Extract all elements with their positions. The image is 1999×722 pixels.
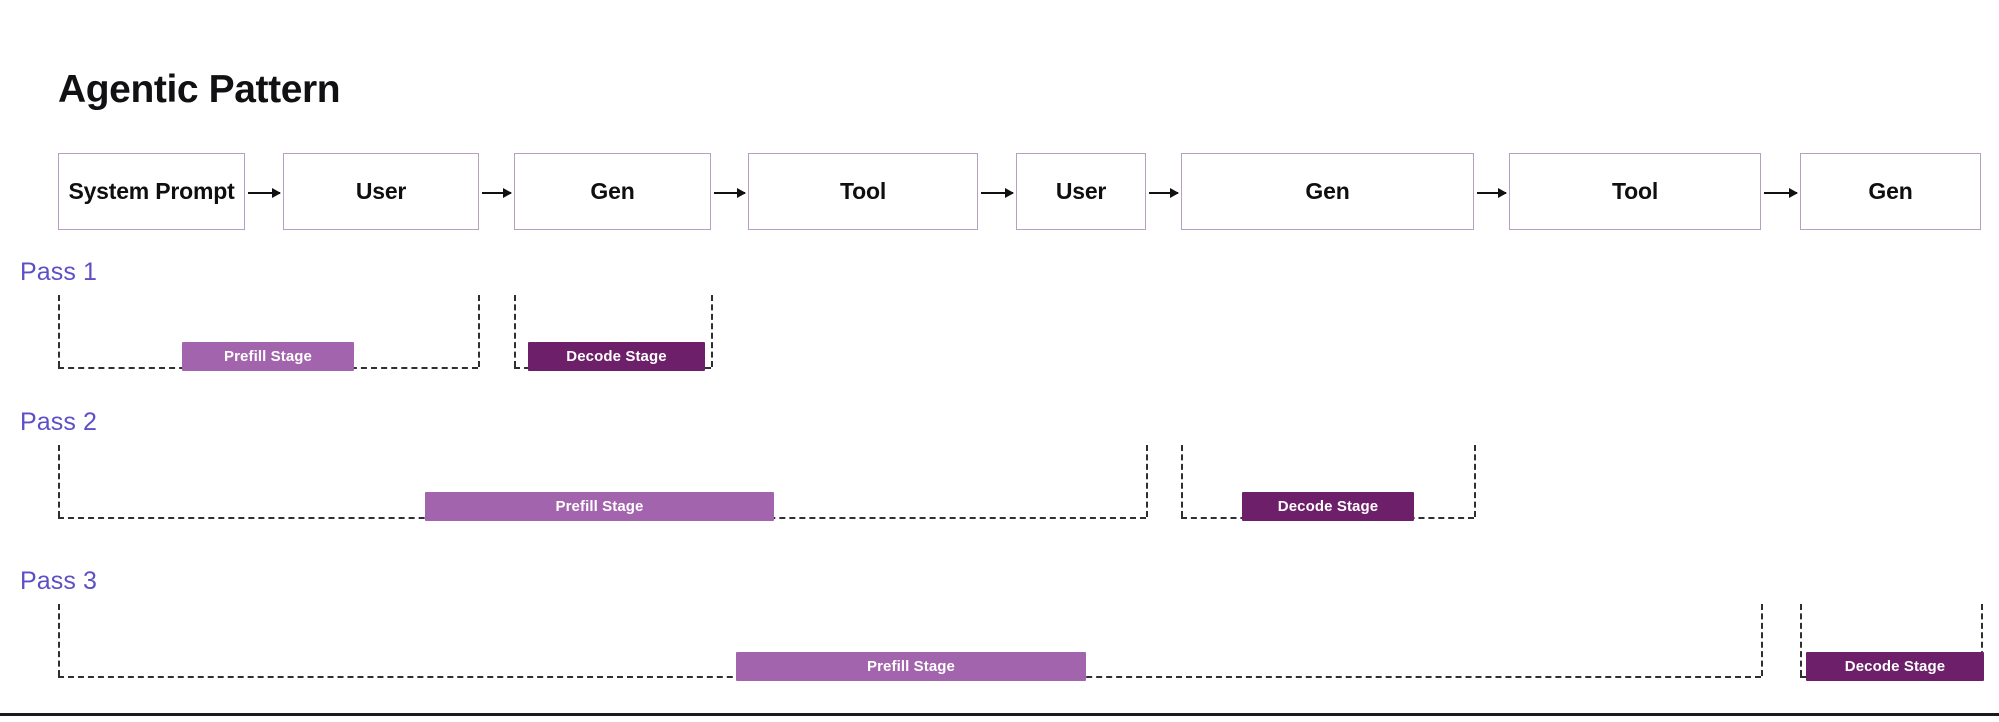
pipeline-box-label: System Prompt [68,178,235,204]
pipeline-box-label: Tool [839,178,887,204]
decode-stage-bar[interactable]: Decode Stage [1242,492,1414,521]
arrow-icon [248,188,281,198]
arrow-icon [1764,188,1798,198]
pass-label-2: Pass 2 [20,408,98,436]
bracket-vertical [1981,604,1983,676]
prefill-stage-bar[interactable]: Prefill Stage [425,492,774,521]
bracket-vertical [58,604,60,676]
pipeline-box-gen[interactable]: Gen [514,153,711,230]
pipeline-box-label: Tool [1611,178,1659,204]
bracket-vertical [58,295,60,367]
bracket-vertical [478,295,480,367]
decode-stage-label: Decode Stage [566,348,667,365]
arrow-icon [1149,188,1179,198]
prefill-stage-label: Prefill Stage [224,348,312,365]
pipeline-box-gen[interactable]: Gen [1800,153,1981,230]
pipeline-box-label: Gen [1868,178,1913,204]
pipeline-box-label: User [1055,178,1107,204]
bracket-vertical [58,445,60,517]
bracket-vertical [514,295,516,367]
bracket-vertical [1474,445,1476,517]
pipeline-box-tool[interactable]: Tool [748,153,978,230]
bottom-divider [0,713,1999,716]
prefill-stage-bar[interactable]: Prefill Stage [182,342,354,371]
decode-stage-label: Decode Stage [1844,658,1946,675]
arrow-icon [1477,188,1507,198]
decode-stage-bar[interactable]: Decode Stage [1806,652,1984,681]
page-title: Agentic Pattern [58,68,341,111]
decode-stage-bar[interactable]: Decode Stage [528,342,705,371]
pass-label-3: Pass 3 [20,567,98,595]
bracket-vertical [1181,445,1183,517]
pipeline-box-gen[interactable]: Gen [1181,153,1474,230]
pipeline-box-user[interactable]: User [1016,153,1146,230]
bracket-vertical [1800,604,1802,676]
pipeline-box-tool[interactable]: Tool [1509,153,1761,230]
prefill-stage-label: Prefill Stage [867,658,955,675]
arrow-icon [714,188,746,198]
pipeline-box-label: Gen [1305,178,1350,204]
arrow-icon [981,188,1014,198]
pipeline-box-label: Gen [590,178,635,204]
pipeline-box-label: User [355,178,407,204]
pipeline-box-user[interactable]: User [283,153,479,230]
pass-label-1: Pass 1 [20,258,98,286]
bracket-vertical [711,295,713,367]
prefill-stage-label: Prefill Stage [555,498,644,515]
prefill-stage-bar[interactable]: Prefill Stage [736,652,1086,681]
bracket-vertical [1761,604,1763,676]
decode-stage-label: Decode Stage [1277,498,1379,515]
arrow-icon [482,188,512,198]
bracket-vertical [1146,445,1148,517]
pipeline-box-system-prompt[interactable]: System Prompt [58,153,245,230]
